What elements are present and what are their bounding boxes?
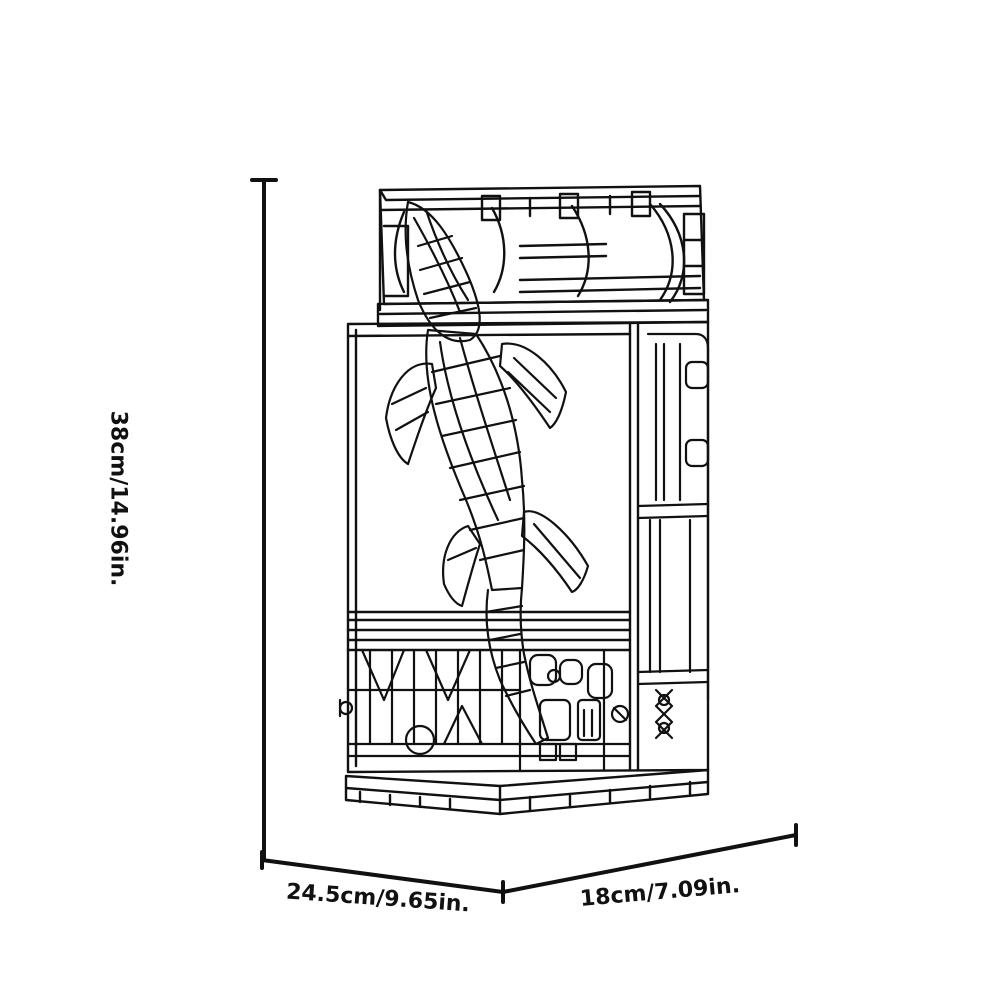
base-plinth (344, 768, 710, 816)
height-dimension-line (250, 178, 278, 862)
tank-frame (346, 320, 710, 774)
depth-dimension-line (501, 823, 798, 894)
mosasaur-figure (384, 200, 590, 746)
side-pipe-column (636, 332, 710, 740)
top-arch-module (376, 184, 710, 328)
lower-panel (338, 648, 632, 758)
pump-machinery (518, 648, 630, 772)
height-dimension-label: 38cm/14.96in. (105, 410, 131, 587)
